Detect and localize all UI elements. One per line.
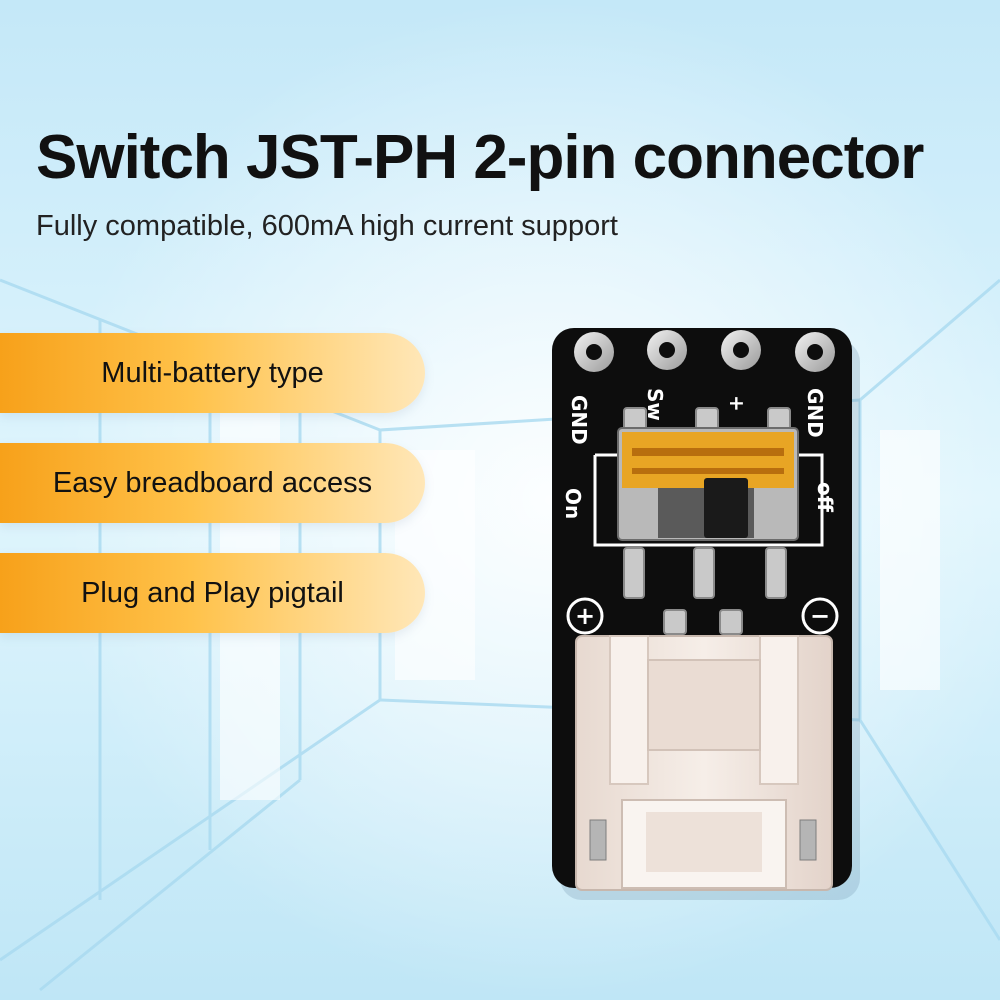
- header-pins: [574, 330, 835, 372]
- feature-pill-pigtail: Plug and Play pigtail: [0, 553, 425, 633]
- feature-pill-breadboard: Easy breadboard access: [0, 443, 425, 523]
- feature-label: Plug and Play pigtail: [81, 576, 344, 609]
- polarity-markers: + −: [566, 597, 839, 635]
- switch-knob[interactable]: [704, 478, 748, 538]
- slide-switch[interactable]: [617, 427, 799, 541]
- label-off: off: [813, 482, 837, 513]
- page-subtitle: Fully compatible, 600mA high current sup…: [36, 210, 618, 242]
- minus-symbol: −: [810, 602, 830, 630]
- jst-ph-connector: [575, 635, 833, 891]
- label-on: On: [561, 488, 585, 519]
- label-gnd-right: GND: [803, 388, 827, 438]
- label-gnd-left: GND: [567, 395, 591, 445]
- feature-label: Multi-battery type: [101, 356, 324, 389]
- plus-symbol: +: [575, 602, 595, 630]
- label-plus: +: [725, 395, 749, 412]
- page-title: Switch JST-PH 2-pin connector: [36, 123, 924, 192]
- feature-label: Easy breadboard access: [52, 466, 373, 499]
- feature-pill-multi-battery: Multi-battery type: [0, 333, 425, 413]
